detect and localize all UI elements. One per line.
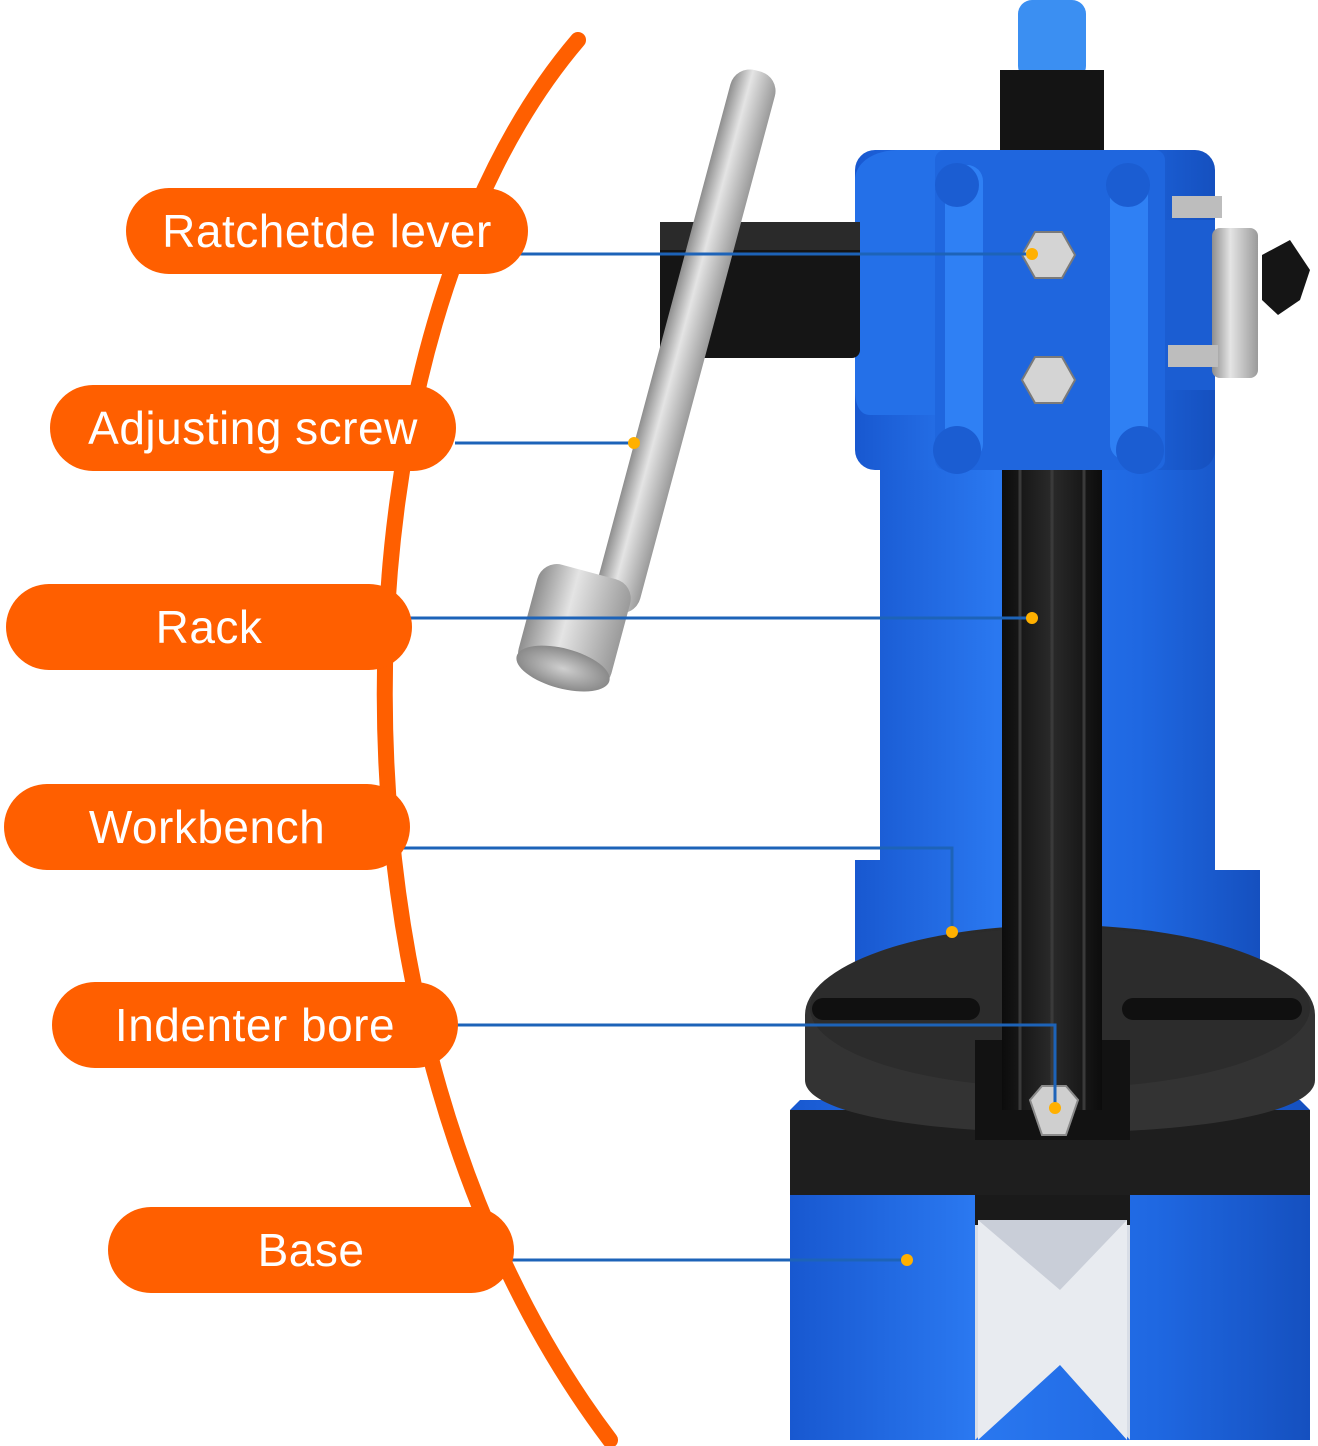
marker-dot-ratchet bbox=[1026, 248, 1038, 260]
plate-slot-right bbox=[1122, 998, 1302, 1020]
marker-dots bbox=[628, 248, 1061, 1266]
label-adjusting-screw: Adjusting screw bbox=[50, 385, 456, 471]
rack-top-black bbox=[1000, 70, 1104, 160]
base-top-surface bbox=[790, 1110, 1310, 1195]
lock-collar bbox=[1212, 228, 1258, 378]
label-indenter-bore-text: Indenter bore bbox=[114, 999, 396, 1051]
leader-line-indenter bbox=[455, 1023, 1057, 1108]
marker-dot-indenter bbox=[1049, 1102, 1061, 1114]
label-workbench-text: Workbench bbox=[88, 801, 326, 853]
label-rack: Rack bbox=[6, 584, 412, 670]
label-adjusting-screw-text: Adjusting screw bbox=[88, 402, 418, 454]
lever-end-cap bbox=[516, 564, 631, 692]
head-bolt-upper bbox=[1020, 231, 1077, 279]
rack-top-cap bbox=[1018, 0, 1086, 80]
marker-dot-workbench bbox=[946, 926, 958, 938]
marker-dot-rack bbox=[1026, 612, 1038, 624]
label-rack-text: Rack bbox=[155, 601, 263, 653]
leader-line-workbench bbox=[400, 846, 954, 932]
label-workbench: Workbench bbox=[4, 784, 410, 870]
marker-dot-adjusting bbox=[628, 437, 640, 449]
leader-lines bbox=[400, 252, 1057, 1262]
label-ratcheted-lever: Ratchetde lever bbox=[126, 188, 528, 274]
lock-knob bbox=[1262, 240, 1310, 315]
head-bolt-lower bbox=[1020, 356, 1077, 404]
label-indenter-bore: Indenter bore bbox=[52, 982, 458, 1068]
label-base-text: Base bbox=[257, 1224, 365, 1276]
label-ratcheted-lever-text: Ratchetde lever bbox=[162, 205, 492, 257]
marker-dot-base bbox=[901, 1254, 913, 1266]
label-base: Base bbox=[108, 1207, 514, 1293]
plate-slot-left bbox=[812, 998, 980, 1020]
lever-handle bbox=[595, 69, 776, 614]
